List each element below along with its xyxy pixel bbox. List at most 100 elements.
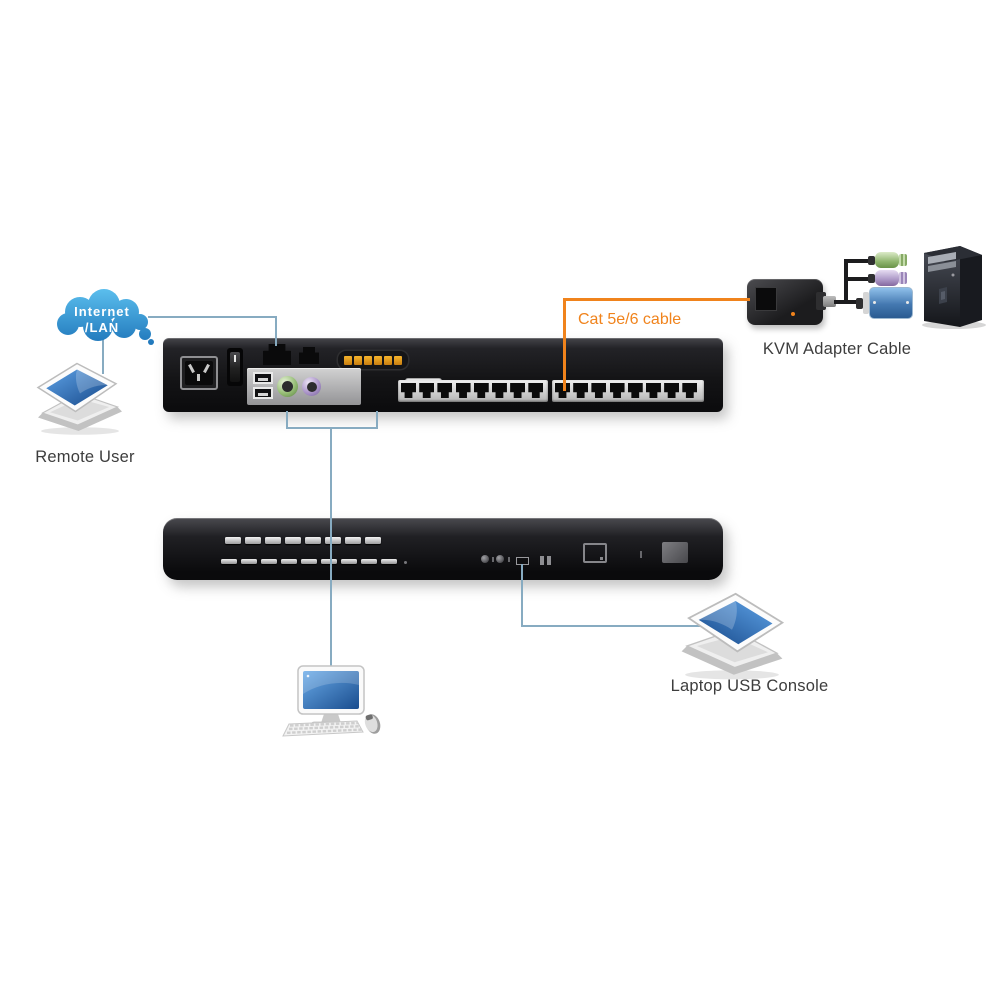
adapter-cable-plug <box>823 296 836 307</box>
line-cloud-to-laptop <box>102 339 104 374</box>
rj45-port <box>591 383 607 398</box>
rj45-port <box>627 383 643 398</box>
ps2-keyboard-port <box>302 377 321 396</box>
modem-port <box>299 347 319 364</box>
rj45-port <box>573 383 589 398</box>
cat-cable-label: Cat 5e/6 cable <box>578 311 682 328</box>
port-button <box>341 559 357 564</box>
adapter-led <box>791 312 795 316</box>
port-button <box>325 537 341 544</box>
reset-mark <box>640 551 642 558</box>
port-button <box>321 559 337 564</box>
power-button-pad <box>662 542 688 563</box>
cat-cable-horizontal <box>564 298 750 301</box>
row-indicator-dot <box>404 561 407 564</box>
rj45-port <box>645 383 661 398</box>
adapter-rj45-socket <box>756 288 776 310</box>
led-mark-1 <box>492 557 494 562</box>
rj45-port <box>664 383 680 398</box>
drive-bay-2 <box>928 261 956 272</box>
port-button <box>345 537 361 544</box>
rj45-port <box>528 383 544 398</box>
cable-branch-vga <box>846 300 864 304</box>
ps2-mouse-connector <box>868 252 907 268</box>
port-button <box>225 537 241 544</box>
indicator-bar-1 <box>540 556 544 565</box>
rj45-port <box>510 383 526 398</box>
monitor-screen <box>303 671 359 709</box>
cpu-port-bank-2 <box>552 380 704 402</box>
cable-branch-mouse <box>846 259 872 263</box>
rj45-port <box>473 383 489 398</box>
kvm-adapter-cable-label: KVM Adapter Cable <box>762 340 912 358</box>
laptop-usb-console <box>681 592 785 680</box>
port-button <box>281 559 297 564</box>
port-button <box>265 537 281 544</box>
laptop-screen <box>698 601 773 645</box>
port-button <box>361 559 377 564</box>
ps2-mouse-port <box>277 376 298 397</box>
port-button <box>301 559 317 564</box>
serial-port <box>338 351 408 369</box>
cable-splitter <box>844 259 848 304</box>
line-usb-drop <box>521 564 523 627</box>
local-console-ports <box>247 368 442 405</box>
port-button <box>245 537 261 544</box>
line-cloud-to-switch <box>148 316 277 318</box>
rj45-port <box>682 383 698 398</box>
cloud-label-line1: Internet <box>74 304 130 319</box>
led-mark-2 <box>508 557 510 562</box>
cloud-shape <box>57 289 154 345</box>
kvm-switch-front-panel <box>163 518 723 580</box>
line-lan-drop <box>275 316 277 346</box>
line-console-bracket-left <box>286 411 288 429</box>
rj45-port <box>555 383 570 398</box>
power-inlet <box>180 356 218 390</box>
local-console-desktop <box>282 665 381 737</box>
usb-port-2 <box>253 387 273 399</box>
lan-port <box>263 344 291 365</box>
port-button-row-1 <box>225 537 381 544</box>
adapter-plug-neck <box>816 292 826 310</box>
adapter-cable <box>834 300 848 304</box>
remote-user-label: Remote User <box>35 448 135 466</box>
laptop-screen <box>46 369 108 406</box>
status-led-1 <box>481 555 489 563</box>
laptop-usb-console-label: Laptop USB Console <box>670 677 829 695</box>
port-button <box>365 537 381 544</box>
port-button <box>381 559 397 564</box>
line-console-to-monitor <box>330 427 332 669</box>
lcd-release-port <box>583 543 607 563</box>
line-console-bracket-right <box>376 411 378 429</box>
rj45-port <box>437 383 453 398</box>
kvm-switch-rear-panel <box>163 338 723 412</box>
mouse <box>364 714 381 734</box>
server-computer-tower <box>922 246 986 329</box>
kvm-adapter-module <box>747 279 826 325</box>
line-console-bracket-bottom <box>286 427 378 429</box>
cat-cable-drop <box>563 298 566 391</box>
power-switch <box>227 348 243 386</box>
line-usb-to-laptop <box>521 625 717 627</box>
rj45-port <box>419 383 435 398</box>
rj45-port <box>491 383 507 398</box>
vga-connector <box>856 287 913 319</box>
port-button <box>285 537 301 544</box>
rj45-port <box>401 383 416 398</box>
port-button <box>241 559 257 564</box>
port-button <box>305 537 321 544</box>
cpu-port-bank-1 <box>398 380 548 402</box>
usb-port-1 <box>253 372 273 384</box>
port-button <box>261 559 277 564</box>
indicator-bar-2 <box>547 556 551 565</box>
cloud-label-line2: /LAN <box>85 320 119 335</box>
remote-user-laptop <box>36 362 122 435</box>
rj45-port <box>609 383 625 398</box>
port-button-row-2 <box>221 559 397 564</box>
status-led-2 <box>496 555 504 563</box>
rj45-port <box>455 383 471 398</box>
drive-bay-1 <box>928 252 956 264</box>
port-button <box>221 559 237 564</box>
ps2-keyboard-connector <box>868 270 907 286</box>
